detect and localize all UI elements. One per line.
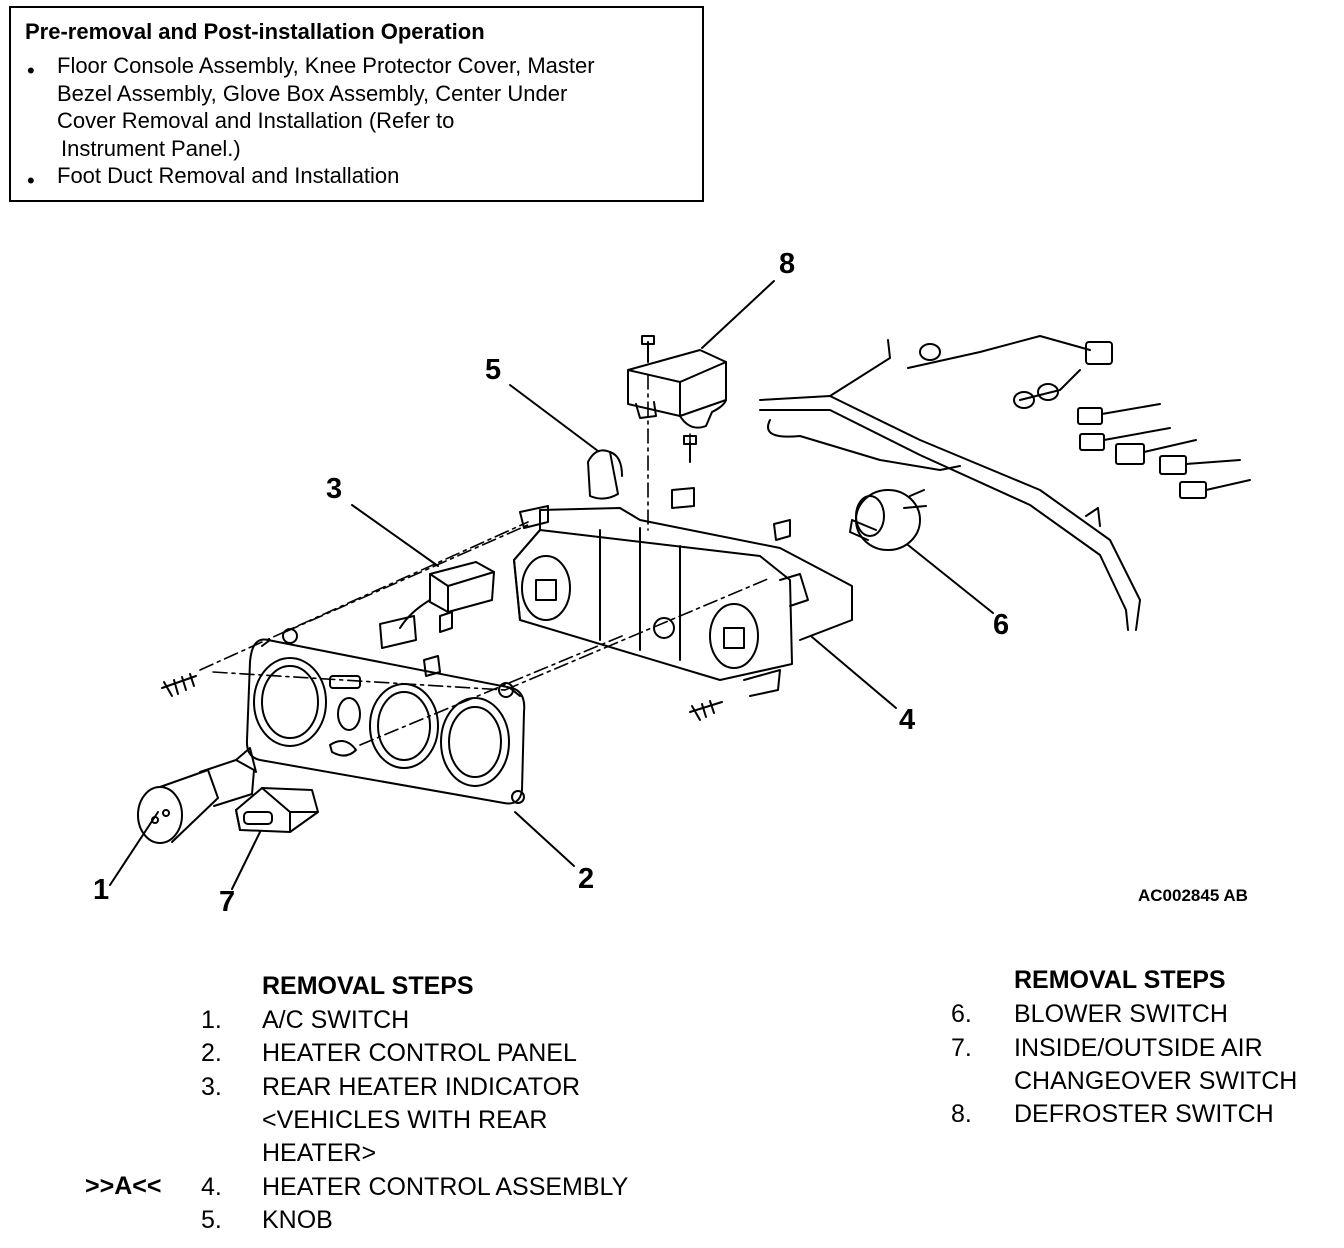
pre-removal-item-1-line-4: Instrument Panel.) (61, 135, 241, 161)
leader-lines (109, 280, 994, 890)
service-point-marker: >>A<< (85, 1172, 162, 1200)
callout-5: 5 (485, 354, 502, 386)
changeover-switch-shape (235, 787, 319, 833)
bullet-icon: • (27, 58, 35, 83)
step-number: 3. (201, 1073, 222, 1101)
step-text: HEATER CONTROL ASSEMBLY (262, 1173, 629, 1201)
pre-removal-title: Pre-removal and Post-installation Operat… (25, 19, 485, 44)
step-text: HEATER> (262, 1139, 377, 1167)
step-number: 2. (201, 1039, 222, 1067)
step-text: <VEHICLES WITH REAR (262, 1106, 548, 1134)
step-number: 6. (951, 1000, 972, 1028)
removal-steps-heading-left: REMOVAL STEPS (262, 972, 474, 1000)
figure-code: AC002845 AB (1138, 886, 1248, 905)
removal-steps-heading-right: REMOVAL STEPS (1014, 966, 1226, 994)
step-text: A/C SWITCH (262, 1006, 410, 1034)
step-number: 5. (201, 1206, 222, 1234)
blower-switch-shape (849, 489, 927, 551)
step-number: 1. (201, 1006, 222, 1034)
step-text: DEFROSTER SWITCH (1014, 1100, 1274, 1128)
callout-4: 4 (899, 704, 916, 736)
ac-switch-shape (137, 747, 257, 844)
step-text: HEATER CONTROL PANEL (262, 1039, 577, 1067)
step-text: REAR HEATER INDICATOR (262, 1073, 581, 1101)
knob-shape (587, 449, 623, 500)
rear-heater-indicator-shape (379, 561, 495, 677)
step-number: 4. (201, 1173, 222, 1201)
pre-removal-item-1-line-2: Bezel Assembly, Glove Box Assembly, Cent… (57, 80, 568, 106)
alignment-lines (199, 374, 771, 746)
callout-8: 8 (779, 248, 796, 280)
screw-shapes (161, 335, 723, 721)
defroster-switch-shape (627, 349, 727, 429)
bullet-icon: • (27, 168, 35, 193)
callout-2: 2 (578, 863, 595, 895)
step-text: BLOWER SWITCH (1014, 1000, 1228, 1028)
callout-1: 1 (93, 874, 110, 906)
step-number: 8. (951, 1100, 972, 1128)
pre-removal-item-1-line-1: Floor Console Assembly, Knee Protector C… (57, 53, 595, 78)
step-text: CHANGEOVER SWITCH (1014, 1067, 1298, 1095)
heater-control-panel-shape (245, 628, 526, 805)
callout-6: 6 (993, 609, 1010, 641)
pre-removal-item-2-line-1: Foot Duct Removal and Installation (57, 163, 400, 188)
step-number: 7. (951, 1034, 972, 1062)
callout-3: 3 (326, 473, 343, 505)
wiring-harness-shape (759, 335, 1251, 631)
pre-removal-item-2: Foot Duct Removal and Installation (57, 162, 399, 190)
pre-removal-box: Pre-removal and Post-installation Operat… (9, 6, 704, 202)
step-text: KNOB (262, 1206, 333, 1234)
pre-removal-item-1: Floor Console Assembly, Knee Protector C… (57, 52, 595, 162)
pre-removal-item-1-line-3: Cover Removal and Installation (Refer to (57, 108, 455, 133)
heater-control-assembly-shape (513, 487, 853, 697)
callout-7: 7 (219, 886, 236, 918)
step-text: INSIDE/OUTSIDE AIR (1014, 1034, 1263, 1062)
